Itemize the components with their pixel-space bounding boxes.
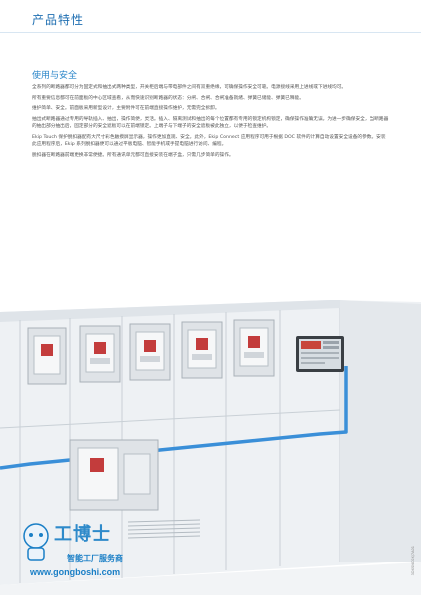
title-divider: [0, 32, 421, 33]
robot-mascot-icon: [23, 523, 49, 561]
paragraph: 脱扣器在断路器前端更换非常便捷。所有通讯单元都可直接安装在端子盒，只需几步简单的…: [32, 153, 234, 159]
paragraph: 全系列的断路器都可分为固定式和抽出式两种类型，开关柜后端与带电部件之间有双重绝缘…: [32, 85, 347, 90]
watermark-brand: 工博士: [54, 524, 111, 545]
watermark-subtitle: 智能工厂服务商: [67, 554, 123, 563]
paragraph: 维护简单、安全。前面板采用新型设计，主要附件可在前端直接操作维护，无需完全拆卸。: [32, 106, 220, 112]
section-heading: 使用与安全: [32, 71, 78, 81]
paragraph: 所有重要信息都可在前面板的中心区域查看，从而快速识别断路器的状态：分闸、合闸、合…: [32, 95, 304, 101]
section-body: 全系列的断路器都可分为固定式和抽出式两种类型，开关柜后端与带电部件之间有双重绝缘…: [32, 84, 390, 163]
switchgear-illustration: [0, 300, 421, 595]
paragraph: Ekip Touch 保护脱扣器配有大尺寸彩色触摸屏显示器，操作更加直观、安全。…: [32, 134, 386, 147]
paragraph: 抽出式断路器通过专用的导轨插入、抽出，操作简便，灵活。插入、隔离测试和抽出的每个…: [32, 117, 389, 130]
watermark-logo: 工博士 智能工厂服务商 www.gongboshi.com: [12, 520, 162, 590]
illustration-code: 3DXSNC0XJ7A01: [411, 545, 415, 575]
page-title: 产品特性: [32, 13, 85, 27]
watermark-url: www.gongboshi.com: [30, 567, 121, 577]
